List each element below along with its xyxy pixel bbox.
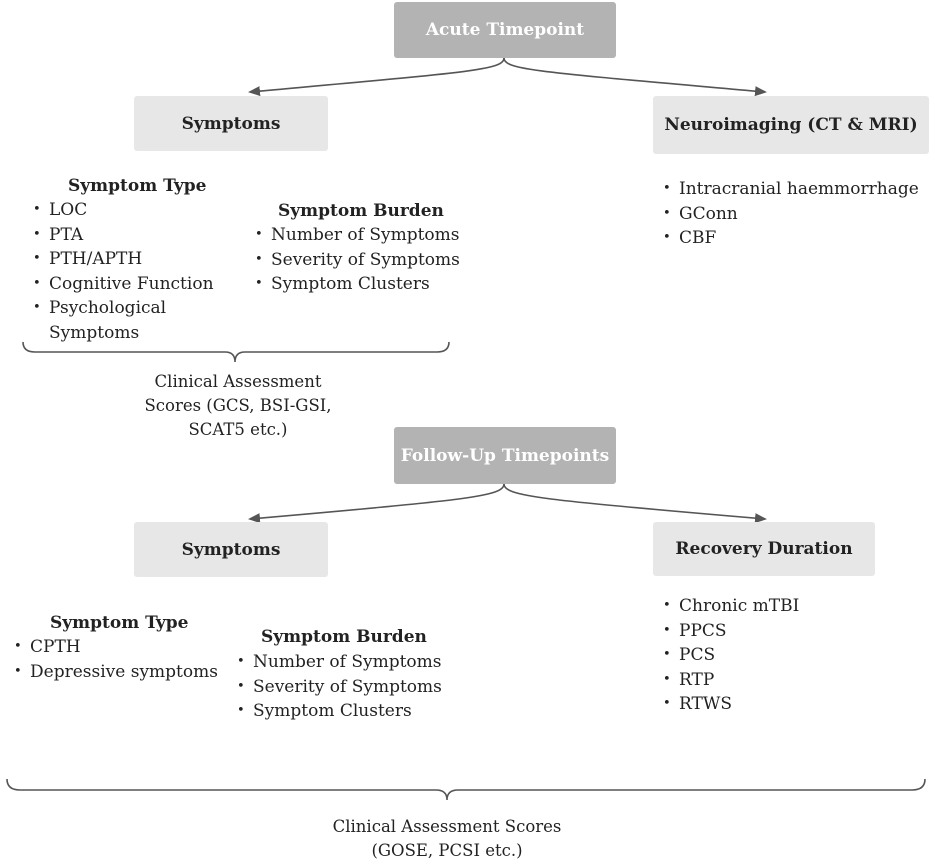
list-item: PPCS	[663, 619, 799, 644]
followup-symptom-burden-list: Number of Symptoms Severity of Symptoms …	[237, 650, 442, 724]
arrow-followup-to-recovery	[503, 483, 767, 524]
arrow-acute-to-symptoms	[248, 57, 505, 97]
acute-symptom-type-list: LOC PTA PTH/APTH Cognitive Function Psyc…	[33, 198, 214, 345]
acute-symptom-burden-list: Number of Symptoms Severity of Symptoms …	[255, 223, 460, 297]
brace-followup-all	[6, 778, 926, 801]
list-item: Number of Symptoms	[237, 650, 442, 675]
arrow-acute-to-neuroimaging	[503, 57, 767, 97]
list-item-continuation: Symptoms	[49, 322, 140, 343]
recovery-duration-box: Recovery Duration	[653, 522, 875, 576]
followup-symptom-type-list: CPTH Depressive symptoms	[14, 635, 218, 684]
followup-symptom-type-heading: Symptom Type	[50, 613, 189, 633]
list-item: Chronic mTBI	[663, 594, 799, 619]
list-item: CBF	[663, 226, 919, 251]
followup-timepoint-box: Follow-Up Timepoints	[394, 427, 616, 484]
recovery-duration-label: Recovery Duration	[675, 539, 853, 559]
acute-timepoint-box: Acute Timepoint	[394, 2, 616, 58]
neuroimaging-list: Intracranial haemmorrhage GConn CBF	[663, 177, 919, 251]
brace-acute-symptoms	[22, 341, 450, 363]
arrow-followup-to-symptoms	[248, 483, 505, 524]
list-item: Depressive symptoms	[14, 660, 218, 685]
acute-symptoms-label: Symptoms	[181, 113, 281, 134]
list-item: GConn	[663, 202, 919, 227]
list-item: Psychological	[33, 296, 214, 321]
followup-timepoint-label: Follow-Up Timepoints	[400, 445, 610, 466]
list-item: PCS	[663, 643, 799, 668]
acute-symptom-type-heading: Symptom Type	[68, 176, 207, 196]
acute-clinical-scores-note: Clinical Assessment Scores (GCS, BSI-GSI…	[144, 372, 332, 439]
followup-clinical-scores-note: Clinical Assessment Scores (GOSE, PCSI e…	[332, 817, 562, 860]
list-item: Cognitive Function	[33, 272, 214, 297]
list-item: Symptom Clusters	[237, 699, 442, 724]
list-item: Symptom Clusters	[255, 272, 460, 297]
recovery-duration-list: Chronic mTBI PPCS PCS RTP RTWS	[663, 594, 799, 717]
list-item: PTA	[33, 223, 214, 248]
acute-symptoms-box: Symptoms	[134, 96, 328, 151]
followup-symptoms-box: Symptoms	[134, 522, 328, 577]
list-item: Number of Symptoms	[255, 223, 460, 248]
followup-symptoms-label: Symptoms	[181, 539, 281, 560]
list-item: CPTH	[14, 635, 218, 660]
acute-symptom-burden-heading: Symptom Burden	[278, 201, 444, 221]
list-item: RTP	[663, 668, 799, 693]
list-item: RTWS	[663, 692, 799, 717]
acute-timepoint-label: Acute Timepoint	[425, 20, 585, 40]
list-item: Intracranial haemmorrhage	[663, 177, 919, 202]
list-item: Severity of Symptoms	[237, 675, 442, 700]
neuroimaging-box: Neuroimaging (CT & MRI)	[653, 96, 929, 154]
list-item: LOC	[33, 198, 214, 223]
list-item: PTH/APTH	[33, 247, 214, 272]
neuroimaging-label: Neuroimaging (CT & MRI)	[664, 115, 918, 135]
list-item: Severity of Symptoms	[255, 248, 460, 273]
followup-symptom-burden-heading: Symptom Burden	[261, 627, 427, 647]
